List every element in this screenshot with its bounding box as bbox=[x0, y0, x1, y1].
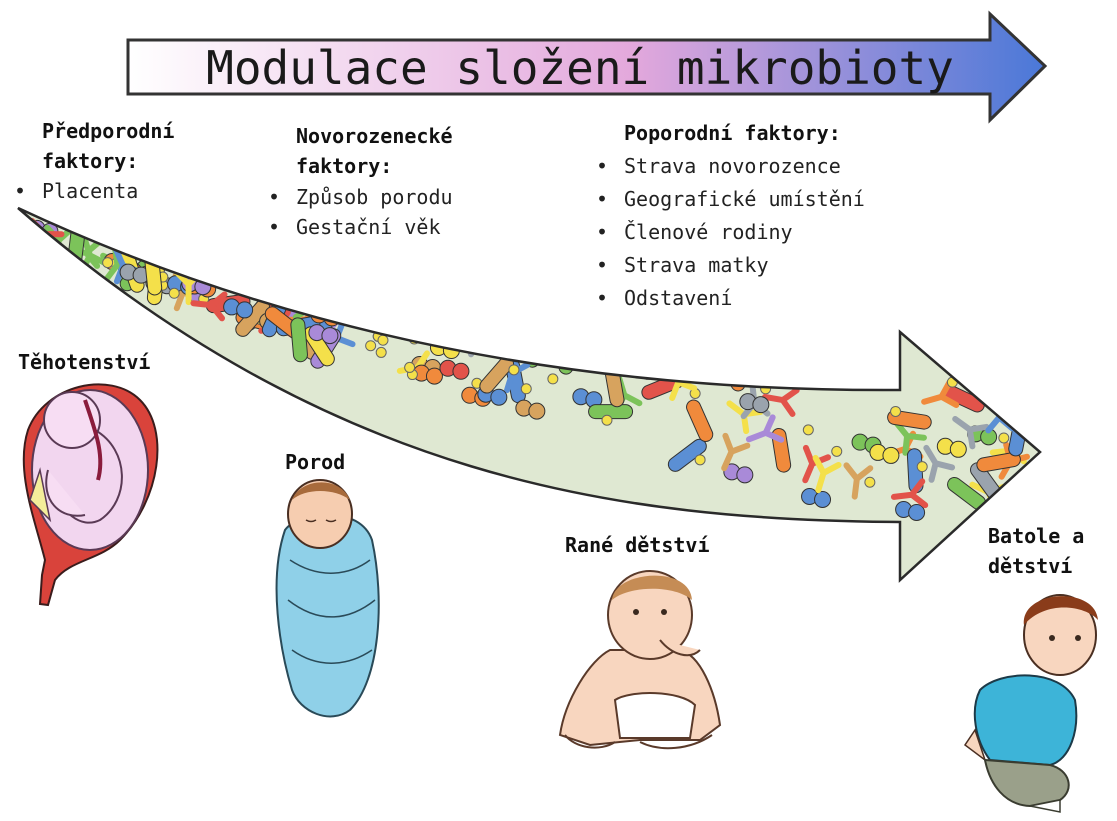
stage-label-infancy: Rané dětství bbox=[565, 533, 710, 557]
stage-label-toddler-line-2: dětství bbox=[988, 554, 1072, 578]
small-coccus bbox=[376, 347, 386, 357]
small-coccus bbox=[509, 365, 519, 375]
diagram-title: Modulace složení mikrobioty bbox=[206, 41, 954, 95]
neonatal-heading-line-1: Novorozenecké bbox=[296, 124, 453, 148]
antibody-shape bbox=[498, 324, 536, 361]
bullet: • bbox=[596, 154, 608, 178]
postnatal-heading: Poporodní faktory: bbox=[624, 121, 841, 145]
factor-group-neonatal: Novorozenecké faktory: • Způsob porodu •… bbox=[268, 124, 453, 239]
bullet: • bbox=[268, 185, 280, 209]
title-arrow: Modulace složení mikrobioty bbox=[128, 14, 1045, 120]
neonatal-item: Způsob porodu bbox=[296, 185, 453, 209]
fetus-in-womb-illustration bbox=[24, 384, 158, 605]
small-coccus bbox=[891, 406, 901, 416]
neonatal-item: Gestační věk bbox=[296, 215, 441, 239]
bullet: • bbox=[14, 179, 26, 203]
small-coccus bbox=[366, 341, 376, 351]
stage-label-birth: Porod bbox=[285, 450, 345, 474]
small-coccus bbox=[832, 446, 842, 456]
small-coccus bbox=[405, 362, 415, 372]
sitting-baby-illustration bbox=[560, 571, 720, 748]
postnatal-item: Strava matky bbox=[624, 253, 769, 277]
small-coccus bbox=[865, 477, 875, 487]
postnatal-item: Členové rodiny bbox=[624, 220, 793, 244]
factor-group-postnatal: Poporodní faktory: • Strava novorozence … bbox=[596, 121, 865, 310]
postnatal-item: Geografické umístění bbox=[624, 187, 865, 211]
prenatal-item: Placenta bbox=[42, 179, 138, 203]
stage-label-pregnancy: Těhotenství bbox=[18, 350, 150, 374]
small-coccus bbox=[378, 335, 388, 345]
prenatal-heading-line-1: Předporodní bbox=[42, 119, 174, 143]
small-coccus bbox=[169, 288, 179, 298]
bullet: • bbox=[596, 220, 608, 244]
coccus-pair bbox=[511, 337, 540, 356]
microbiota-band-arrow bbox=[18, 208, 1040, 580]
postnatal-item: Strava novorozence bbox=[624, 154, 841, 178]
crouching-toddler-illustration bbox=[965, 595, 1098, 812]
bullet: • bbox=[268, 215, 280, 239]
small-coccus bbox=[602, 415, 612, 425]
small-coccus bbox=[999, 433, 1009, 443]
small-coccus bbox=[521, 384, 531, 394]
small-coccus bbox=[761, 384, 771, 394]
prenatal-heading-line-2: faktory: bbox=[42, 149, 138, 173]
rod-bacterium bbox=[384, 322, 428, 336]
swaddled-newborn-illustration bbox=[277, 480, 379, 716]
bullet: • bbox=[596, 286, 608, 310]
small-coccus bbox=[917, 462, 927, 472]
stage-label-toddler-line-1: Batole a bbox=[988, 524, 1084, 548]
small-coccus bbox=[103, 258, 113, 268]
bullet: • bbox=[596, 187, 608, 211]
small-coccus bbox=[548, 374, 558, 384]
bullet: • bbox=[596, 253, 608, 277]
coccus-pair bbox=[571, 344, 600, 363]
neonatal-heading-line-2: faktory: bbox=[296, 154, 392, 178]
postnatal-item: Odstavení bbox=[624, 286, 732, 310]
small-coccus bbox=[803, 425, 813, 435]
factor-group-prenatal: Předporodní faktory: • Placenta bbox=[14, 119, 174, 203]
small-coccus bbox=[695, 455, 705, 465]
